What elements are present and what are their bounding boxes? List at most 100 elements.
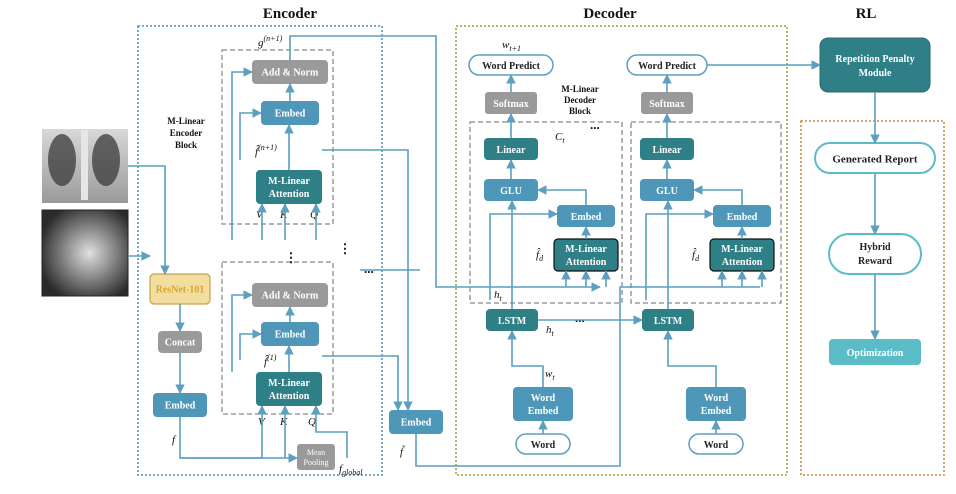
hybrid-reward — [828, 233, 922, 275]
softmax-right-label: Softmax — [649, 99, 685, 110]
k-label-top: K — [279, 209, 288, 221]
mean-pooling-label-1: Mean — [307, 448, 325, 457]
arrow-embed-to-glu-right — [693, 185, 743, 205]
glu-right-label: GLU — [656, 186, 678, 197]
h-t-symbol-top: ht — [494, 289, 503, 303]
arrow-middle-embed-to-decoder — [415, 286, 760, 467]
encoder-block-top — [221, 49, 334, 225]
linear-left-box — [484, 138, 538, 160]
optimization — [829, 339, 921, 365]
hybrid-reward-label-2: Reward — [858, 256, 892, 267]
h-t-symbol-mid: ht — [546, 324, 555, 338]
decoder-attention-left-label-2: Attention — [566, 257, 607, 268]
decoder-attention-left-label-1: M-Linear — [565, 244, 607, 255]
arrow-wordembed-to-lstm-left — [507, 330, 544, 387]
encoder-frame — [137, 25, 383, 476]
middle-embed-box — [389, 410, 443, 434]
encoder-block-label-2: Encoder — [170, 128, 203, 138]
word-embed-left-label-2: Embed — [528, 406, 559, 417]
decoder-title: Decoder — [583, 6, 637, 22]
arrow-fglobal-to-q — [311, 405, 348, 458]
softmax-left-label: Softmax — [493, 99, 529, 110]
word-embed-left-label-1: Word — [531, 393, 556, 404]
word-predict-right-label: Word Predict — [638, 61, 697, 72]
encoder-block-bottom — [221, 261, 334, 415]
encoder-input-embed-label: Embed — [165, 401, 196, 412]
arrow-embed-to-glu-left — [537, 185, 587, 205]
embed-box-top — [261, 101, 319, 125]
xray-frontal-image — [42, 129, 128, 203]
arrow-fn1-to-middle-embed — [322, 149, 413, 411]
w-t1-symbol: wt+1 — [502, 39, 521, 53]
f-global-symbol: fglobal — [339, 463, 363, 477]
attention-label-bottom-1: M-Linear — [268, 378, 310, 389]
word-predict-left-label: Word Predict — [482, 61, 541, 72]
arrow-frontal-to-resnet — [128, 165, 170, 275]
m-linear-attention-box-bottom — [256, 372, 322, 406]
linear-left-label: Linear — [497, 145, 526, 156]
encoder-input-embed-box — [153, 393, 207, 417]
arrow-residual-top — [231, 67, 253, 240]
q-label-bottom: Q — [308, 416, 316, 428]
encoder-vertical-ellipsis-2: ⋮ — [339, 241, 352, 256]
concat-box — [158, 331, 202, 353]
resnet-label: ResNet-101 — [156, 285, 205, 296]
add-norm-box-bottom — [252, 283, 328, 307]
add-norm-box-top — [252, 60, 328, 84]
lstm-right-label: LSTM — [654, 316, 683, 327]
q-label-top: Q — [310, 209, 318, 221]
softmax-left-box — [485, 92, 537, 114]
decoder-block-label-2: Decoder — [564, 95, 596, 105]
word-left-label: Word — [531, 440, 556, 451]
softmax-right-box — [641, 92, 693, 114]
f-hat-1-symbol: f̂(1) — [264, 353, 277, 368]
attention-label-bottom-2: Attention — [269, 391, 310, 402]
encoder-vertical-ellipsis: ⋮ — [285, 250, 298, 265]
rl-title: RL — [856, 6, 877, 22]
decoder-attention-right-label-1: M-Linear — [721, 244, 763, 255]
linear-right-label: Linear — [653, 145, 682, 156]
w-t-symbol: wt — [545, 368, 555, 382]
f-d-right-symbol: f̂d — [692, 248, 700, 263]
arrow-residual-dec-left — [489, 209, 558, 300]
decoder-block-right — [630, 121, 782, 304]
f-tilde-symbol: f̃ — [400, 445, 406, 458]
m-linear-attention-box-top — [256, 170, 322, 204]
lstm-left-box — [486, 309, 538, 331]
decoder-block-label-1: M-Linear — [561, 84, 599, 94]
embed-label-top: Embed — [275, 109, 306, 120]
decoder-embed-left-label: Embed — [571, 212, 602, 223]
v-label-top: V — [256, 209, 264, 221]
f-hat-n1-symbol: f̂(n+1) — [255, 143, 277, 158]
encoder-block-label-3: Block — [175, 140, 197, 150]
encoder-ellipsis: ... — [364, 261, 374, 276]
decoder-embed-right-box — [713, 205, 771, 227]
decoder-block-left — [469, 121, 623, 304]
word-embed-right-box — [686, 387, 746, 421]
word-embed-right-label-2: Embed — [701, 406, 732, 417]
attention-label-top-1: M-Linear — [268, 176, 310, 187]
mean-pooling-label-2: Pooling — [304, 458, 329, 467]
optimization-label: Optimization — [847, 348, 904, 359]
embed-box-bottom — [261, 322, 319, 346]
connectors — [128, 35, 880, 467]
f-symbol: f — [172, 434, 177, 446]
lstm-ellipsis: ... — [575, 310, 585, 325]
repetition-label-1: Repetition Penalty — [835, 54, 914, 65]
generated-report-label: Generated Report — [832, 154, 918, 166]
lstm-right-box — [642, 309, 694, 331]
arrow-wordembed-to-lstm-right — [663, 330, 717, 387]
word-embed-left-box — [513, 387, 573, 421]
embed-label-bottom: Embed — [275, 330, 306, 341]
decoder-frame — [455, 25, 788, 476]
lstm-left-label: LSTM — [498, 316, 527, 327]
encoder-block-label-1: M-Linear — [167, 116, 205, 126]
arrow-residual-embed-top — [239, 108, 262, 160]
repetition-label-2: Module — [859, 68, 892, 79]
arrow-f1-to-middle-embed — [322, 355, 403, 411]
middle-embed-label: Embed — [401, 418, 432, 429]
decoder-attention-right-label-2: Attention — [722, 257, 763, 268]
glu-right-box — [640, 179, 694, 201]
